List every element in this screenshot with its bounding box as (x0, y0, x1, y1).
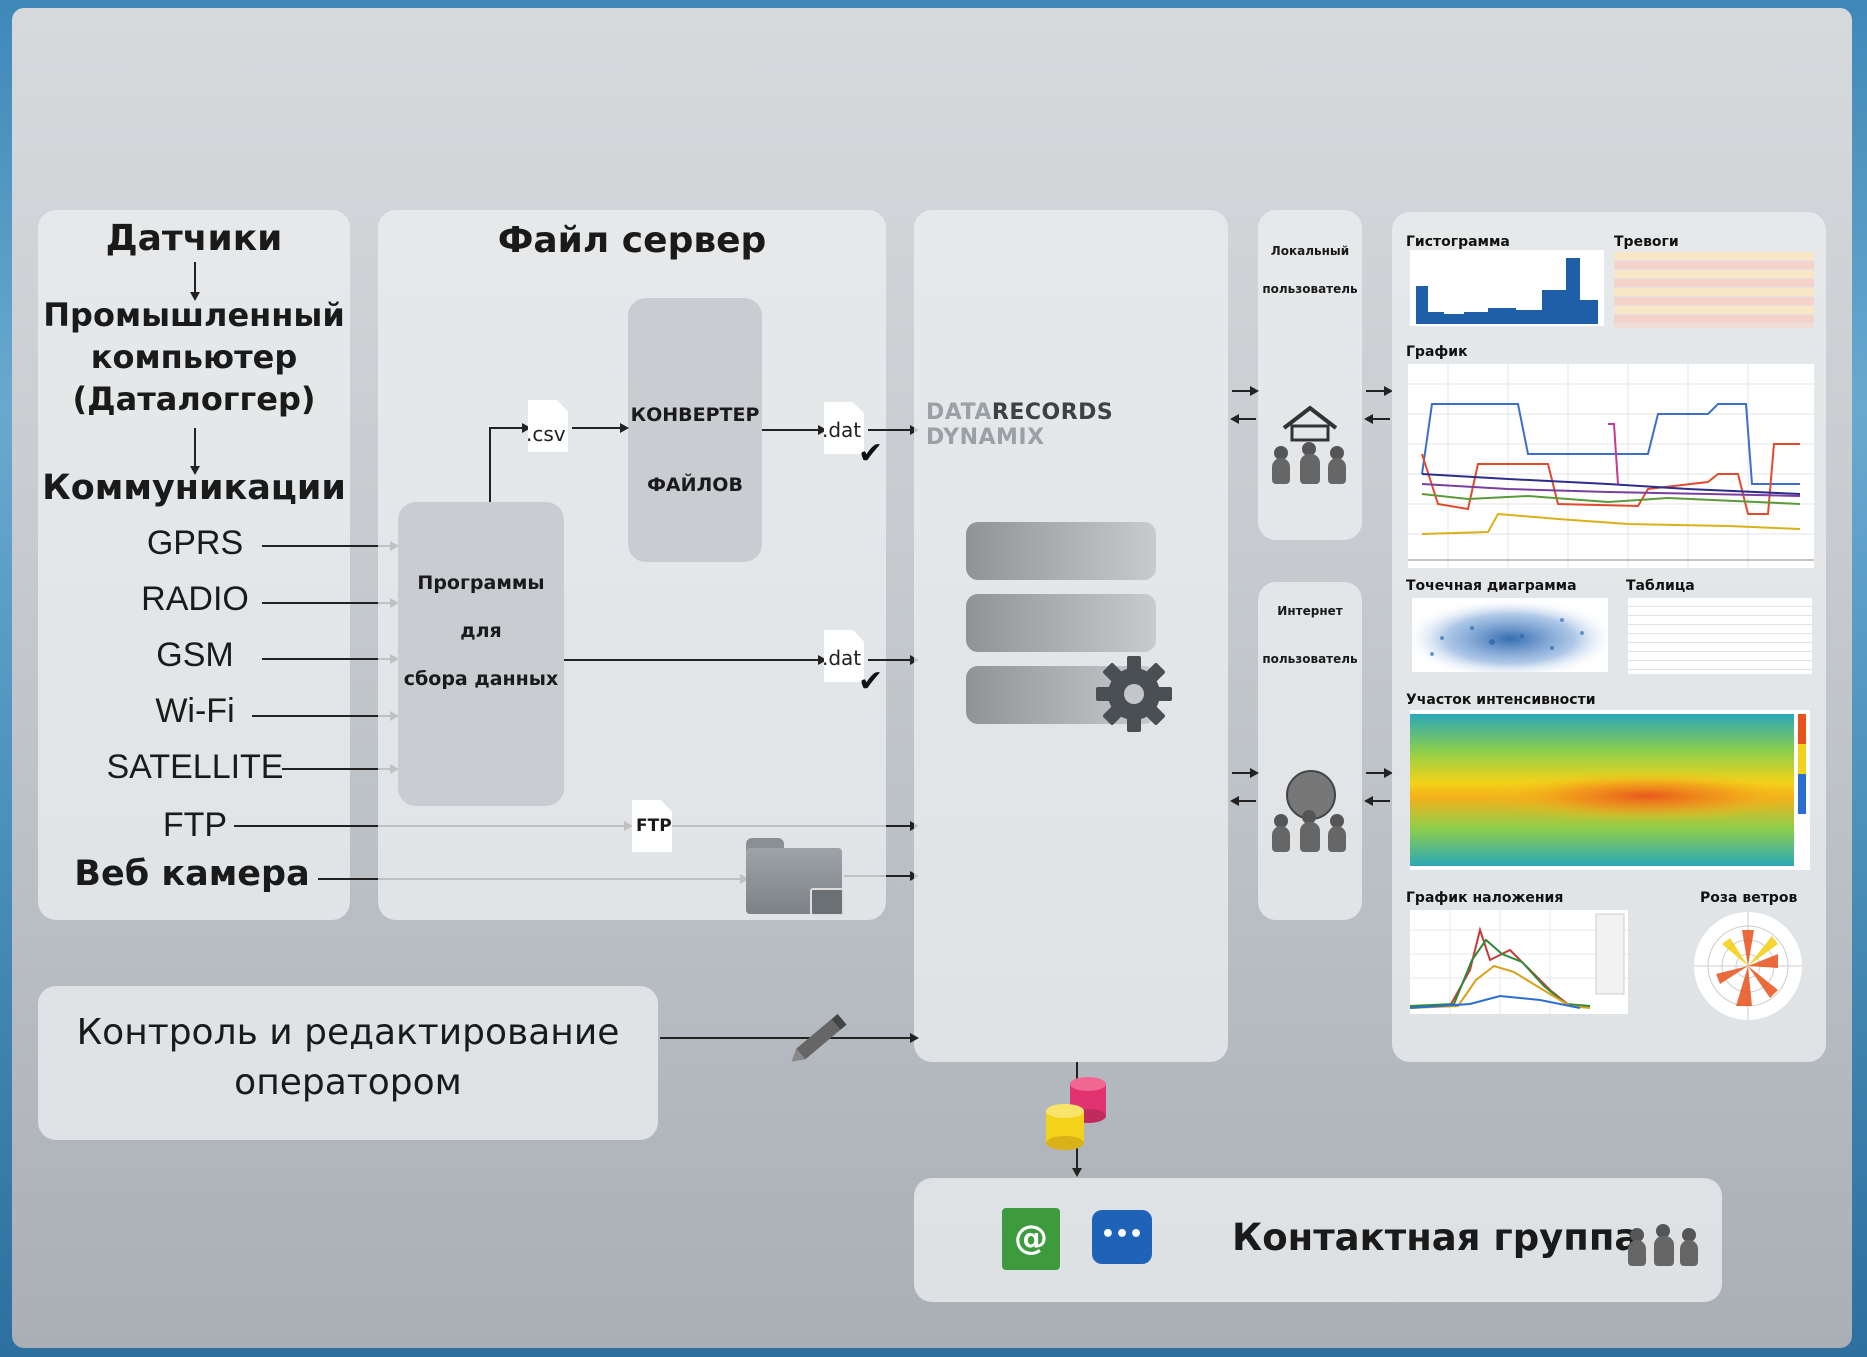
operator-panel (38, 986, 658, 1140)
contact-group-title: Контактная группа (1232, 1216, 1640, 1259)
brand-part-1: DATA (926, 400, 992, 425)
channel-ftp: FTP (162, 806, 228, 844)
communications-title: Коммуникации (42, 468, 346, 508)
programs-line-2: для (460, 620, 502, 642)
arrow-computer-comm (194, 428, 196, 468)
home-users-icon (1268, 402, 1352, 486)
dat-file-icon-2 (824, 630, 864, 682)
folder-image-icon (746, 838, 844, 916)
dat-file-icon-1 (824, 402, 864, 454)
overlay-thumbnail (1410, 910, 1628, 1014)
channel-radio: RADIO (141, 580, 249, 618)
ftp-file-icon (632, 800, 672, 852)
database-yellow-icon (1046, 1104, 1084, 1150)
programs-box (398, 502, 564, 806)
check-icon-2: ✔ (858, 664, 884, 699)
alarms-title: Тревоги (1614, 234, 1679, 250)
local-user-line-1: Локальный (1270, 244, 1350, 258)
brand-logo: DATARECORDS DYNAMIX (926, 400, 1226, 450)
converter-box (628, 298, 762, 562)
histogram-thumbnail (1410, 250, 1604, 326)
brand-part-2: RECORDS (991, 400, 1114, 425)
dat-label-1: .dat (822, 418, 862, 442)
converter-line-1: КОНВЕРТЕР (630, 404, 760, 426)
local-user-panel (1258, 210, 1362, 540)
alarms-thumbnail (1614, 252, 1814, 328)
brand-part-3: DYNAMIX (926, 425, 1045, 450)
table-thumbnail (1628, 598, 1812, 674)
programs-line-3: сбора данных (403, 668, 559, 690)
intensity-title: Участок интенсивности (1406, 692, 1596, 708)
internet-user-panel (1258, 582, 1362, 920)
line-chart-thumbnail (1408, 364, 1814, 568)
dat-label-2: .dat (822, 646, 862, 670)
computer-line-1: Промышленный (43, 296, 345, 334)
programs-line-1: Программы (417, 572, 545, 594)
operator-line-2: оператором (234, 1062, 462, 1103)
converter-line-2: ФАЙЛОВ (647, 474, 743, 496)
overlay-title: График наложения (1406, 890, 1564, 906)
wind-rose-title: Роза ветров (1700, 890, 1798, 906)
sensors-panel (38, 210, 350, 920)
scatter-thumbnail (1412, 598, 1608, 672)
wind-rose-thumbnail (1694, 912, 1802, 1020)
globe-users-icon (1268, 770, 1352, 854)
channel-gprs: GPRS (146, 524, 244, 562)
arrow-sensors-computer (194, 262, 196, 294)
file-server-title: Файл сервер (497, 220, 767, 261)
channel-gsm: GSM (156, 636, 234, 674)
gear-icon (1096, 656, 1172, 732)
scatter-title: Точечная диаграмма (1406, 578, 1577, 594)
csv-file-icon (528, 400, 568, 452)
db-stack-bar-1 (966, 522, 1156, 580)
chat-icon[interactable]: ••• (1092, 1210, 1152, 1264)
email-icon[interactable]: @ (1002, 1208, 1060, 1270)
local-user-line-2: пользователь (1262, 282, 1358, 296)
check-icon-1: ✔ (858, 436, 884, 471)
internet-user-line-1: Интернет (1277, 604, 1343, 618)
internet-user-line-2: пользователь (1262, 652, 1358, 666)
database-pink-icon (1070, 1077, 1106, 1123)
histogram-title: Гистограмма (1406, 234, 1510, 250)
contact-people-icon (1622, 1222, 1706, 1272)
channel-webcam: Веб камера (74, 854, 310, 894)
operator-line-1: Контроль и редактирование (76, 1012, 620, 1053)
intensity-thumbnail (1410, 710, 1810, 870)
table-title: Таблица (1626, 578, 1695, 594)
db-stack-bar-2 (966, 594, 1156, 652)
pencil-icon (791, 1013, 847, 1062)
computer-line-3: (Даталоггер) (72, 380, 316, 418)
computer-line-2: компьютер (90, 338, 298, 376)
csv-label: .csv (526, 422, 566, 446)
sensors-title: Датчики (105, 218, 283, 259)
chart-title: График (1406, 344, 1468, 360)
channel-wifi: Wi-Fi (155, 692, 235, 730)
channel-satellite: SATELLITE (106, 748, 284, 786)
ftp-file-label: FTP (636, 816, 672, 836)
